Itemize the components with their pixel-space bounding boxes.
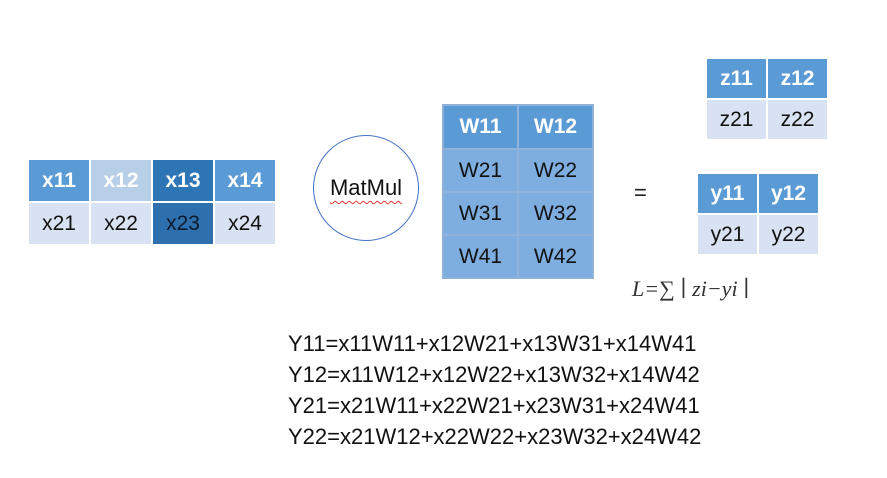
w-cell-12: W12	[518, 105, 593, 149]
equation-y21: Y21=x21W11+x22W21+x23W31+x24W41	[288, 393, 700, 418]
matmul-label: MatMul	[329, 175, 403, 200]
x-cell-14: x14	[215, 160, 275, 201]
loss-formula: L=∑ ∣ zi−yi ∣	[632, 276, 750, 301]
x-cell-13: x13	[153, 160, 213, 201]
w-cell-41: W41	[443, 235, 518, 278]
equations-block: Y11=x11W11+x12W21+x13W31+x14W41 Y12=x11W…	[288, 328, 701, 452]
x-matrix: x11 x12 x13 x14 x21 x22 x23 x24	[29, 160, 275, 244]
w-cell-42: W42	[518, 235, 593, 278]
equation-y12: Y12=x11W12+x12W22+x13W32+x14W42	[288, 362, 700, 387]
equals-sign: =	[634, 180, 647, 205]
z-cell-11: z11	[707, 59, 766, 98]
x-cell-11: x11	[29, 160, 89, 201]
w-cell-22: W22	[518, 149, 593, 192]
z-cell-22: z22	[768, 100, 827, 139]
x-cell-23: x23	[153, 203, 213, 244]
w-matrix: W11 W12 W21 W22 W31 W32 W41 W42	[442, 104, 594, 279]
equation-y11: Y11=x11W11+x12W21+x13W31+x14W41	[288, 331, 697, 356]
equation-y22: Y22=x21W12+x22W22+x23W32+x24W42	[288, 424, 702, 449]
w-cell-32: W32	[518, 192, 593, 235]
z-matrix: z11 z12 z21 z22	[707, 59, 827, 139]
y-cell-22: y22	[759, 215, 818, 254]
x-cell-12: x12	[91, 160, 151, 201]
w-cell-21: W21	[443, 149, 518, 192]
matmul-operator-circle: MatMul	[313, 135, 419, 241]
w-cell-31: W31	[443, 192, 518, 235]
x-cell-24: x24	[215, 203, 275, 244]
z-cell-12: z12	[768, 59, 827, 98]
x-cell-21: x21	[29, 203, 89, 244]
y-cell-12: y12	[759, 174, 818, 213]
y-cell-11: y11	[698, 174, 757, 213]
x-cell-22: x22	[91, 203, 151, 244]
y-cell-21: y21	[698, 215, 757, 254]
w-cell-11: W11	[443, 105, 518, 149]
y-matrix: y11 y12 y21 y22	[698, 174, 818, 254]
z-cell-21: z21	[707, 100, 766, 139]
